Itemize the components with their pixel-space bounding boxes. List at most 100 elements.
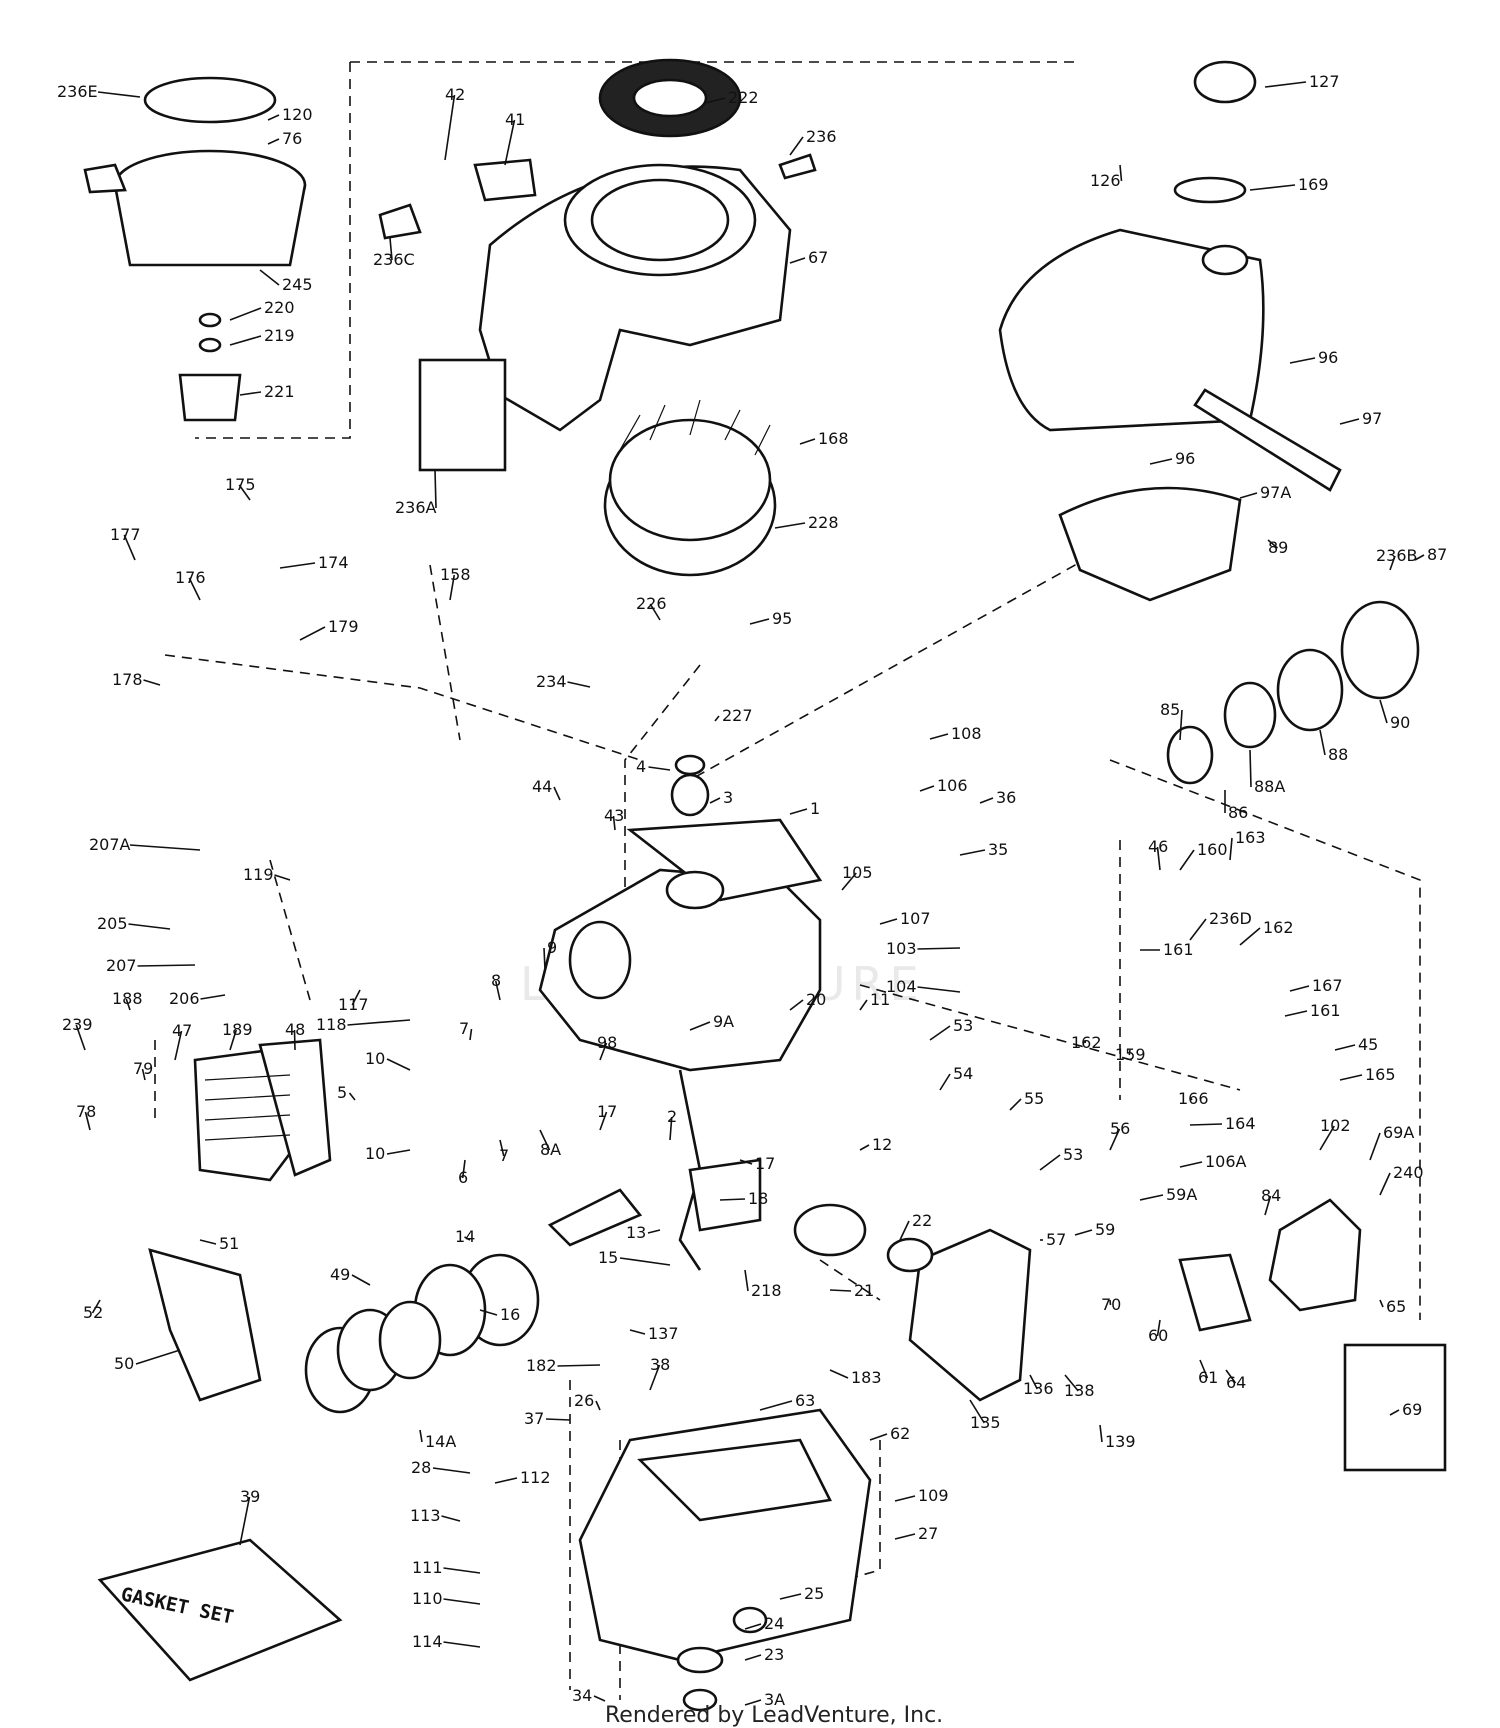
part-number-label: 163 (1235, 828, 1266, 847)
leader-line (443, 1598, 481, 1605)
leader-line (1264, 81, 1307, 88)
part-number-label: 69A (1383, 1123, 1414, 1142)
leader-line (129, 844, 201, 851)
part-number-label: 85 (1160, 700, 1180, 719)
leader-line (744, 1269, 749, 1292)
part-number-label: 48 (285, 1020, 305, 1039)
leader-line (719, 1198, 746, 1201)
part-number-label: 62 (890, 1424, 910, 1443)
part-number-label: 39 (240, 1487, 260, 1506)
part-number-label: 240 (1393, 1163, 1424, 1182)
leader-line (557, 1364, 601, 1367)
leader-line (1099, 1424, 1103, 1443)
leader-line (545, 1418, 571, 1421)
part-number-label: 88A (1254, 777, 1285, 796)
part-number-label: 245 (282, 275, 313, 294)
leader-line (449, 574, 456, 601)
part-number-label: 11 (870, 990, 890, 1009)
part-number-label: 174 (318, 553, 349, 572)
leader-line (709, 797, 721, 804)
leader-line (386, 1149, 411, 1155)
part-number-label: 89 (1268, 538, 1288, 557)
leader-line (137, 964, 196, 967)
part-number-label: 159 (1115, 1045, 1146, 1064)
part-number-label: 234 (536, 672, 567, 691)
leader-line (1139, 1194, 1164, 1201)
leader-line (789, 257, 806, 264)
part-number-label: 95 (772, 609, 792, 628)
part-number-label: 45 (1358, 1035, 1378, 1054)
leader-line (347, 1019, 411, 1026)
leader-line (499, 1139, 505, 1157)
part-number-label: 23 (764, 1645, 784, 1664)
leader-line (494, 980, 501, 1001)
leader-line (1039, 1154, 1061, 1171)
part-number-label: 9A (713, 1012, 734, 1031)
leader-line (174, 1030, 183, 1061)
leader-line (419, 1429, 423, 1443)
part-number-label: 182 (526, 1356, 557, 1375)
part-number-label: 104 (886, 977, 917, 996)
leader-line (279, 562, 316, 569)
part-number-label: 44 (532, 777, 552, 796)
part-number-label: 13 (626, 1223, 646, 1242)
part-number-label: 87 (1427, 545, 1447, 564)
part-number-label: 41 (505, 110, 525, 129)
leader-line (128, 923, 171, 930)
part-number-label: 69 (1402, 1400, 1422, 1419)
part-number-label: 50 (114, 1354, 134, 1373)
part-number-label: 79 (133, 1059, 153, 1078)
leader-line (259, 269, 280, 286)
leader-line (1119, 164, 1123, 182)
leader-line (599, 1111, 608, 1131)
part-number-label: 22 (912, 1211, 932, 1230)
part-number-label: 228 (808, 513, 839, 532)
part-number-label: 84 (1261, 1186, 1281, 1205)
part-number-label: 112 (520, 1468, 551, 1487)
part-number-label: 207 (106, 956, 137, 975)
part-number-label: 138 (1064, 1381, 1095, 1400)
part-number-label: 136 (1023, 1379, 1054, 1398)
leader-line (979, 797, 994, 804)
part-number-label: 168 (818, 429, 849, 448)
leader-line (841, 872, 857, 891)
part-number-label: 97A (1260, 483, 1291, 502)
part-number-label: 162 (1263, 918, 1294, 937)
leader-line (859, 1144, 870, 1151)
leader-line (789, 808, 808, 815)
leader-line (389, 237, 393, 261)
leader-line (1319, 1125, 1335, 1151)
part-number-label: 167 (1312, 976, 1343, 995)
part-number-label: 117 (338, 995, 369, 1014)
part-number-label: 177 (110, 525, 141, 544)
fuel-tank (998, 60, 1342, 602)
sump-base (578, 1408, 872, 1712)
part-number-label: 51 (219, 1234, 239, 1253)
part-number-label: 43 (604, 806, 624, 825)
part-number-label: 1 (810, 799, 820, 818)
part-number-label: 205 (97, 914, 128, 933)
leader-line (494, 1477, 518, 1484)
part-number-label: 137 (648, 1324, 679, 1343)
leader-line (749, 618, 770, 625)
leader-line (714, 715, 720, 722)
leader-line (97, 91, 141, 98)
leader-line (917, 986, 961, 993)
part-number-label: 56 (1110, 1119, 1130, 1138)
part-number-label: 106A (1205, 1152, 1247, 1171)
leader-line (267, 114, 280, 121)
crankshaft-piston (304, 1069, 867, 1414)
part-number-label: 5 (337, 1083, 347, 1102)
leader-line (1109, 1299, 1112, 1306)
part-number-label: 96 (1175, 449, 1195, 468)
part-number-label: 178 (112, 670, 143, 689)
leader-line (1414, 554, 1425, 561)
leader-line (704, 97, 726, 104)
leader-line (1264, 1195, 1272, 1216)
leader-line (441, 1515, 461, 1522)
footer-credit: Rendered by LeadVenture, Inc. (605, 1703, 943, 1728)
leader-line (1179, 849, 1195, 871)
leader-line (1156, 846, 1161, 871)
leader-line (543, 947, 546, 971)
